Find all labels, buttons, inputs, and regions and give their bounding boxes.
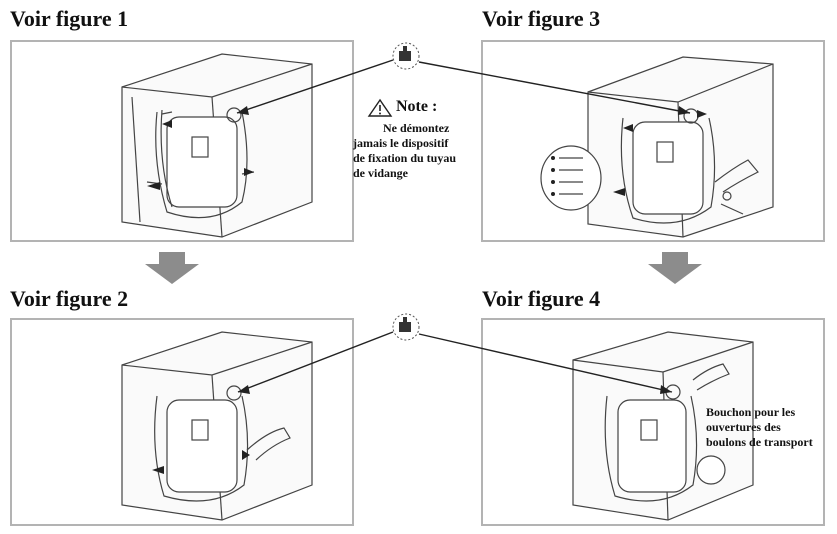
note-line: Ne démontez <box>383 121 450 135</box>
bouchon-line: ouvertures des <box>706 420 781 434</box>
washer-rear-illustration-1 <box>121 53 313 238</box>
hose-clamp-icon <box>392 42 420 70</box>
bouchon-line: boulons de transport <box>706 435 813 449</box>
figure-4-title: Voir figure 4 <box>482 286 601 311</box>
note-heading: Note : <box>396 98 438 115</box>
note-line: de fixation du tuyau <box>353 151 457 165</box>
bouchon-line: Bouchon pour les <box>706 405 796 419</box>
flow-arrow-icon <box>145 252 199 284</box>
figure-3-title: Voir figure 3 <box>482 6 601 31</box>
figure-1-panel <box>10 40 354 242</box>
bouchon-caption: Bouchon pour les ouvertures des boulons … <box>706 405 834 450</box>
figure-2-panel <box>10 318 354 526</box>
figure-3-panel <box>481 40 825 242</box>
note-line: jamais le dispositif <box>353 136 449 150</box>
warning-icon <box>367 98 393 117</box>
hose-clamp-icon <box>392 313 420 341</box>
figure-1-title: Voir figure 1 <box>10 6 129 31</box>
figure-2-title: Voir figure 2 <box>10 286 129 311</box>
flow-arrow-icon <box>648 252 702 284</box>
washer-rear-illustration-2 <box>121 331 313 521</box>
note-line: de vidange <box>353 166 409 180</box>
note-text: Ne démontez jamais le dispositif de fixa… <box>353 121 463 181</box>
washer-rear-illustration-3 <box>540 56 774 238</box>
